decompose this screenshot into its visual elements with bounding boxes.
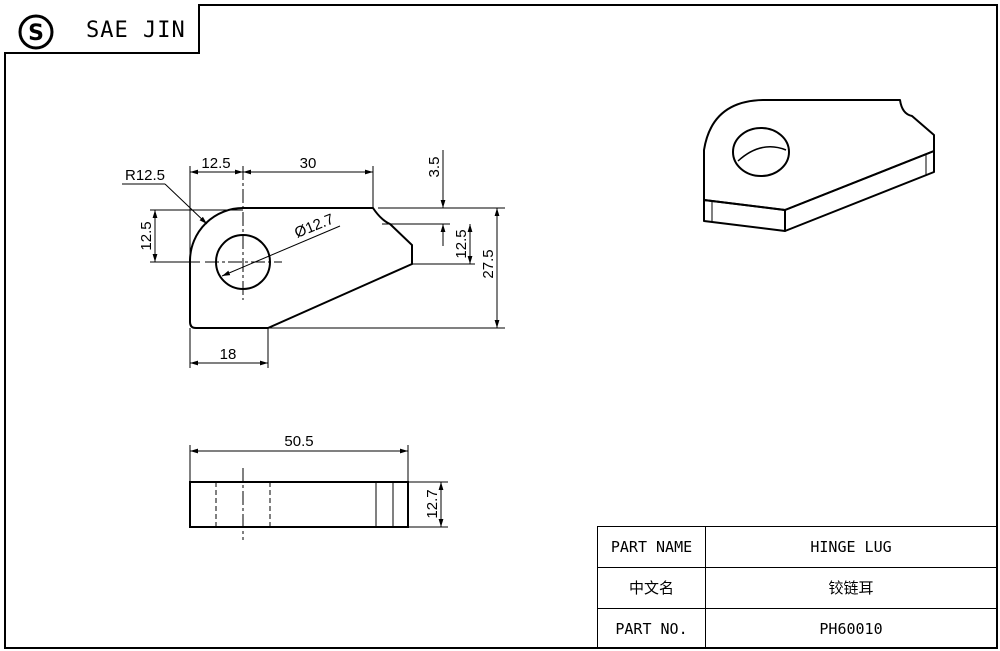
- iso-right-face: [784, 150, 935, 232]
- title-row-chinese-name: 中文名 铰链耳: [598, 568, 996, 609]
- iso-mounting-hole: [732, 127, 790, 177]
- dim-bottom-width: 18: [220, 346, 237, 363]
- dim-top-left-width: 12.5: [201, 155, 230, 172]
- iso-top-face: [703, 99, 935, 211]
- part-outline-side-view: [189, 481, 409, 528]
- part-outline-top-view: [189, 207, 413, 329]
- chinese-name-label: 中文名: [598, 568, 706, 608]
- title-block: PART NAME HINGE LUG 中文名 铰链耳 PART NO. PH6…: [597, 526, 996, 649]
- dim-notch-depth: 3.5: [426, 157, 443, 178]
- dim-radius: R12.5: [125, 167, 165, 184]
- top-view: 12.5 30 R12.5 12.5 Ø12.7 3.5 12.5 27.5 1…: [122, 150, 505, 368]
- part-name-label: PART NAME: [598, 527, 706, 567]
- chinese-name-value: 铰链耳: [828, 579, 874, 597]
- dim-left-height: 12.5: [138, 221, 155, 250]
- isometric-view: [703, 99, 935, 232]
- part-number-value: PH60010: [819, 620, 883, 638]
- dim-overall-height: 27.5: [480, 249, 497, 278]
- company-name: SAE JIN: [86, 18, 186, 43]
- dim-top-span: 30: [300, 155, 317, 172]
- iso-front-face: [703, 199, 786, 232]
- dim-overall-length: 50.5: [284, 433, 313, 450]
- part-number-label: PART NO.: [598, 609, 706, 649]
- dim-thickness: 12.7: [424, 489, 441, 518]
- drawing-frame: [4, 4, 998, 649]
- side-view: 50.5 12.7: [189, 433, 448, 540]
- company-logo-icon: S: [18, 14, 54, 50]
- title-row-part-name: PART NAME HINGE LUG: [598, 527, 996, 568]
- company-header: S SAE JIN: [4, 4, 200, 54]
- title-row-part-number: PART NO. PH60010: [598, 609, 996, 649]
- logo-letter: S: [28, 21, 44, 46]
- part-name-value: HINGE LUG: [810, 538, 892, 556]
- dim-right-height: 12.5: [453, 229, 470, 258]
